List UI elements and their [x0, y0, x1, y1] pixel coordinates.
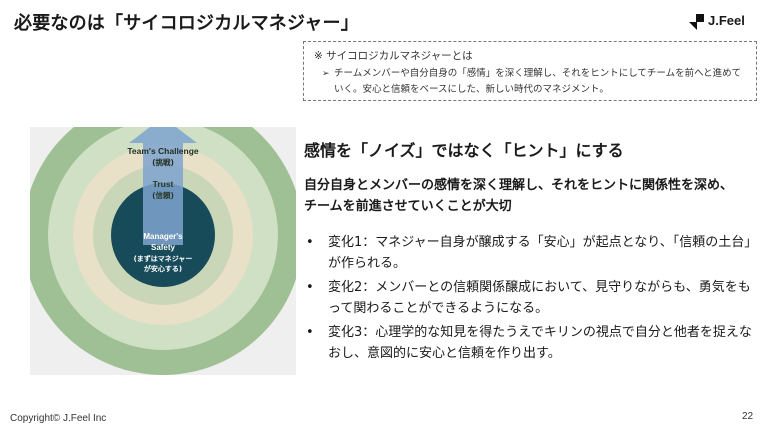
- change-bullet-list: • 変化1：マネジャー自身が醸成する「安心」が起点となり、「信頼の土台」が作られ…: [304, 232, 754, 367]
- label-challenge-jp: (挑戦): [152, 157, 174, 167]
- label-safety-jp-2: が安心する): [144, 264, 182, 273]
- content-heading: 感情を「ノイズ」ではなく「ヒント」にする: [304, 141, 624, 160]
- bullet-dot-icon: •: [306, 280, 314, 295]
- note-body: チームメンバーや自分自身の「感情」を深く理解し、それをヒントにしてチームを前へと…: [334, 68, 742, 95]
- arrow-bullet-icon: ➢: [322, 69, 330, 79]
- copyright-footer: Copyright© J.Feel Inc: [10, 413, 107, 424]
- jfeel-logo-mark-icon: [689, 14, 704, 30]
- jfeel-logo: J.Feel: [688, 11, 756, 33]
- label-trust-jp: (信頼): [152, 190, 174, 200]
- definition-note-box: ※ サイコロジカルマネジャーとは ➢ チームメンバーや自分自身の「感情」を深く理…: [303, 41, 757, 101]
- label-safety: Safety: [151, 243, 176, 252]
- slide-title: 必要なのは「サイコロジカルマネジャー」: [14, 13, 359, 34]
- label-managers: Manager's: [143, 232, 183, 241]
- page-number: 22: [742, 411, 754, 422]
- up-arrow-icon: [129, 127, 197, 245]
- bullet-item-1: • 変化1：マネジャー自身が醸成する「安心」が起点となり、「信頼の土台」が作られ…: [304, 232, 754, 274]
- note-heading: ※ サイコロジカルマネジャーとは: [314, 50, 473, 62]
- note-body-wrapper: ➢ チームメンバーや自分自身の「感情」を深く理解し、それをヒントにしてチームを前…: [322, 66, 744, 98]
- bullet-item-2: • 変化2：メンバーとの信頼関係醸成において、見守りながらも、勇気をもって関わる…: [304, 277, 754, 319]
- content-subheading: 自分自身とメンバーの感情を深く理解し、それをヒントに関係性を深め、チームを前進さ…: [304, 178, 734, 214]
- label-trust: Trust: [153, 179, 174, 189]
- label-teams-challenge: Team's Challenge: [127, 146, 199, 156]
- bullet-text-1: 変化1：マネジャー自身が醸成する「安心」が起点となり、「信頼の土台」が作られる。: [328, 235, 751, 271]
- concentric-diagram-svg: Team's Challenge (挑戦) Trust (信頼) Manager…: [30, 127, 296, 375]
- logo-text: J.Feel: [708, 13, 745, 28]
- bullet-dot-icon: •: [306, 325, 314, 340]
- label-safety-jp-1: (まずはマネジャー: [134, 254, 193, 263]
- bullet-item-3: • 変化3：心理学的な知見を得たうえでキリンの視点で自分と他者を捉えなおし、意図…: [304, 322, 754, 364]
- concentric-diagram: Team's Challenge (挑戦) Trust (信頼) Manager…: [30, 127, 296, 375]
- bullet-text-2: 変化2：メンバーとの信頼関係醸成において、見守りながらも、勇気をもって関わること…: [328, 280, 751, 316]
- bullet-dot-icon: •: [306, 235, 314, 250]
- bullet-text-3: 変化3：心理学的な知見を得たうえでキリンの視点で自分と他者を捉えなおし、意図的に…: [328, 325, 752, 361]
